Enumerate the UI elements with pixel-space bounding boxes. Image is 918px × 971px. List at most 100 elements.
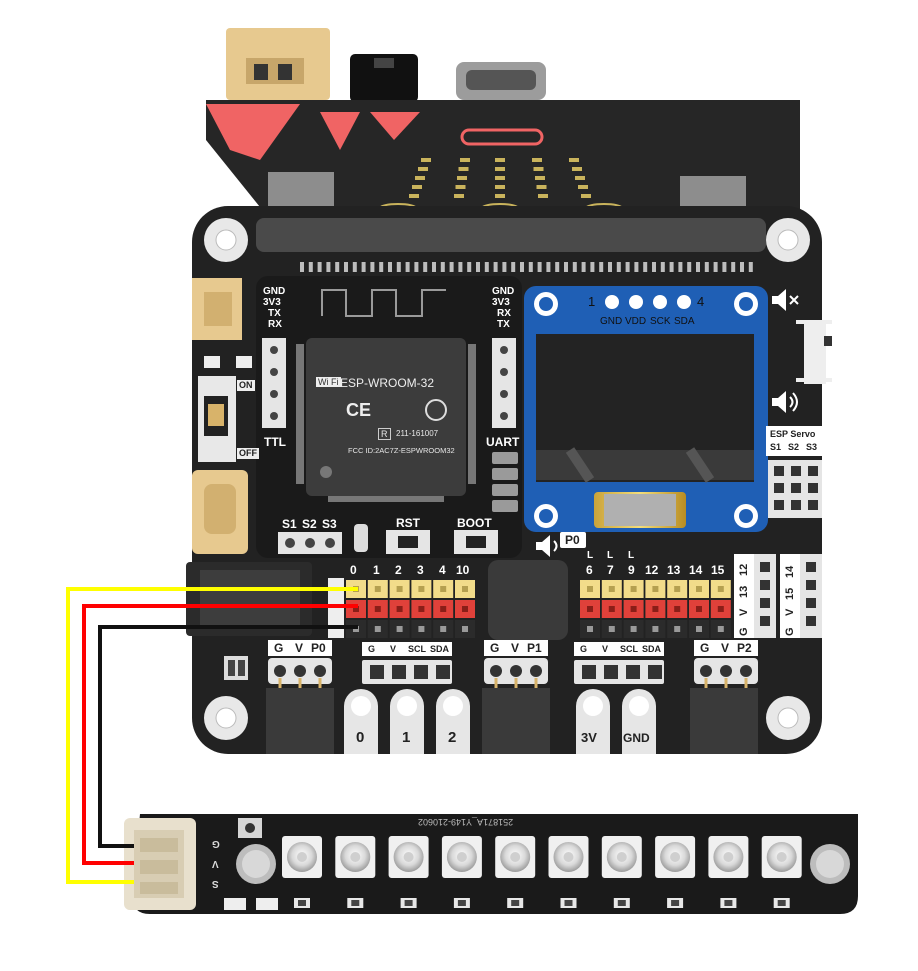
edge-pin [625, 262, 630, 272]
p0-conn-p0: P0 [311, 641, 326, 655]
led-capacitor-core [617, 900, 626, 906]
edge-pin [555, 262, 560, 272]
strip-pin-g: G [212, 838, 220, 849]
edge-pin [405, 262, 410, 272]
i2c2-v: V [602, 644, 609, 654]
led-capacitor-core [351, 900, 360, 906]
edge-pin [379, 262, 384, 272]
servo-pin [791, 500, 801, 510]
edge-pin [590, 262, 595, 272]
module-name: ESP-WROOM-32 [340, 376, 435, 390]
matrix-led [569, 158, 579, 162]
uart-pin-rx: RX [497, 308, 511, 319]
speaker-switch [804, 320, 826, 384]
led-core [723, 852, 734, 862]
edge-pin [740, 262, 744, 272]
matrix-led [495, 185, 505, 189]
servo-pin [808, 466, 818, 476]
edge-pin [713, 262, 718, 272]
matrix-led [533, 167, 544, 171]
side-pin-v2: V [784, 608, 796, 616]
i2c1-v: V [390, 644, 397, 654]
fcc-id: FCC ID:2AC7Z-ESPWROOM32 [348, 446, 455, 455]
header-pin-dot [462, 586, 468, 592]
pin-0: 0 [350, 563, 357, 577]
edge-pin [467, 262, 472, 272]
mute-icon [772, 289, 786, 311]
matrix-led [409, 194, 419, 198]
led-capacitor-core [671, 900, 680, 906]
oled-pin-sck: SCK [650, 316, 671, 327]
uart-pin-3v3: 3V3 [492, 297, 510, 308]
esp-servo-s2: S2 [788, 442, 800, 452]
header-pin-dot [608, 586, 615, 592]
side-header-14-15 [800, 554, 822, 638]
led-core [670, 852, 681, 862]
matrix-led [536, 185, 547, 189]
pad-0: 0 [356, 729, 365, 746]
servo-s3: S3 [322, 517, 337, 531]
pin-2: 2 [395, 563, 402, 577]
strip-pin-v: V [212, 858, 219, 869]
matrix-led [458, 167, 469, 171]
header-pin-dot [353, 606, 359, 612]
led-core [510, 852, 521, 862]
edge-pin [731, 262, 736, 272]
edge-pin [564, 262, 568, 272]
edge-pin [599, 262, 604, 272]
led-core [297, 852, 307, 862]
matrix-led [535, 176, 545, 180]
header-pin-dot [696, 586, 702, 592]
edge-pin [546, 262, 551, 272]
header-pin-dot [652, 606, 659, 612]
matrix-led [460, 158, 470, 162]
header-pin-dot [396, 626, 403, 632]
header-pin-dot [462, 626, 468, 632]
servo-pin [774, 483, 784, 493]
header-pin-dot [440, 626, 447, 632]
header-pin-dot [608, 626, 615, 632]
pad-2: 2 [448, 729, 457, 746]
matrix-led [572, 167, 582, 171]
esp-servo-label [766, 426, 822, 456]
matrix-led [455, 185, 466, 189]
ttl-pin-tx: TX [268, 308, 281, 319]
strip-part-code: 251871A_Y149-210602 [418, 817, 514, 827]
edge-pin [634, 262, 639, 272]
edge-pin [335, 262, 340, 272]
matrix-led [495, 194, 505, 198]
led-core [350, 852, 361, 862]
edge-connector-pins [300, 262, 753, 272]
edge-pin [423, 262, 428, 272]
side-pin-v1: V [738, 608, 750, 616]
edge-pin [440, 262, 445, 272]
led-capacitor-core [457, 900, 466, 906]
header-pin-dot [696, 606, 702, 612]
pin-1: 1 [373, 563, 380, 577]
wire-s [66, 587, 358, 884]
edge-pin [643, 262, 648, 272]
wire-g [98, 625, 358, 848]
i2c2-scl: SCL [620, 644, 638, 654]
led-capacitor-core [777, 900, 786, 906]
led-capacitor-core [404, 900, 413, 906]
header-pin-dot [717, 586, 724, 592]
i2c2-g: G [580, 644, 588, 654]
header-pin-dot [608, 606, 615, 612]
ttl-pin-rx: RX [268, 319, 282, 330]
oled-pin-4: 4 [697, 294, 705, 309]
edge-pin [722, 262, 727, 272]
led-core [616, 852, 627, 862]
led-core [776, 852, 787, 862]
header-pin-dot [418, 606, 425, 612]
servo-pin [791, 466, 801, 476]
led-core [403, 852, 414, 862]
matrix-led [418, 167, 428, 171]
l-mark-6: L [587, 550, 594, 561]
p0-conn-v: V [295, 641, 304, 655]
esp32-module [306, 338, 466, 496]
mounting-holes [204, 218, 810, 740]
led-core [456, 852, 467, 862]
header-pin-dot [717, 626, 724, 632]
